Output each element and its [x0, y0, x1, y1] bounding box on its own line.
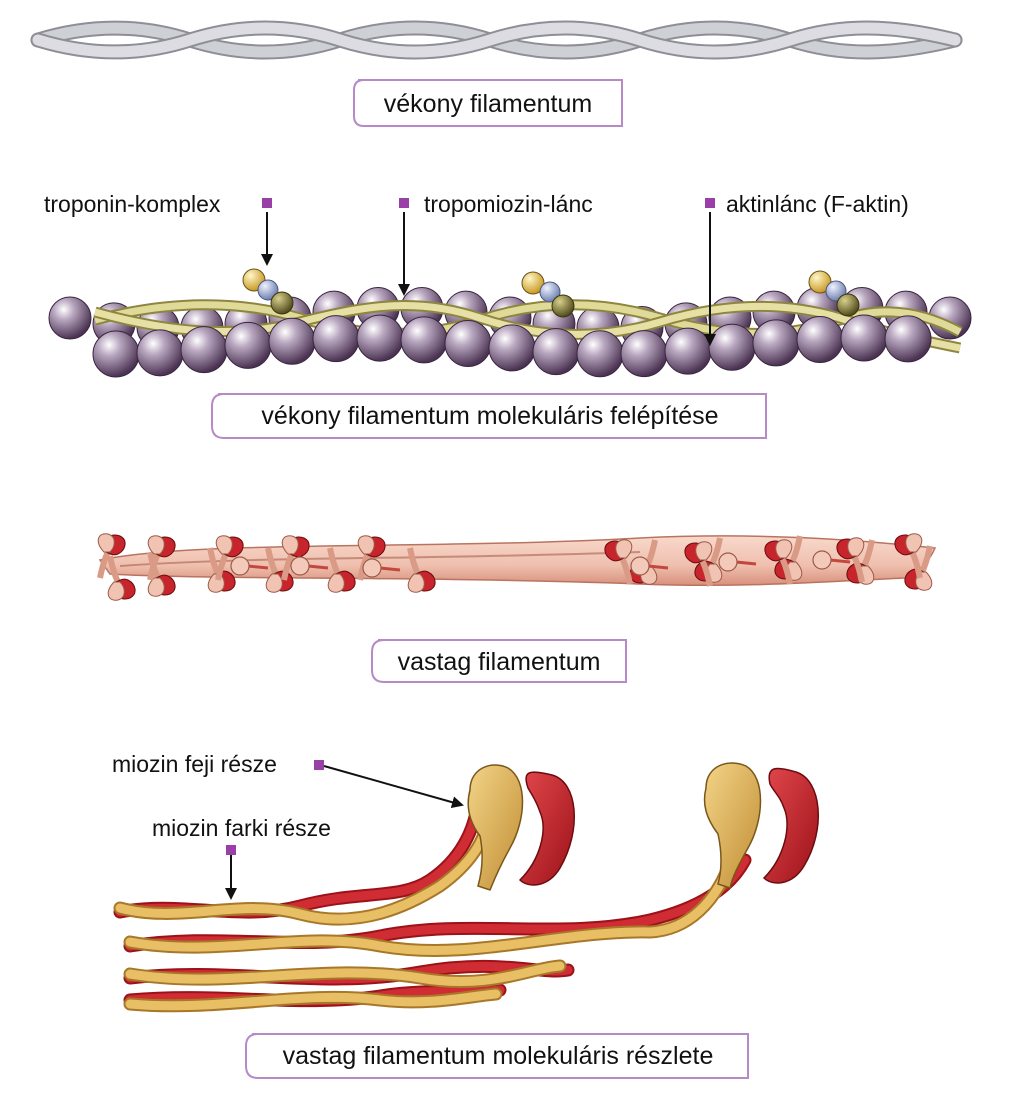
- label-myosin-tail: miozin farki része: [152, 815, 331, 855]
- troponin-marker: [262, 198, 272, 208]
- actin-bead: [576, 330, 624, 378]
- caption-thick-filament-molecular: vastag filamentum molekuláris részlete: [245, 1033, 749, 1079]
- myosin-head-pair: [107, 555, 136, 601]
- troponin-complex-2: [521, 271, 575, 318]
- caption-thick-text: vastag filamentum: [398, 648, 601, 676]
- myosin-head-embedded: [362, 558, 401, 578]
- label-myosin-head: miozin feji része: [112, 751, 324, 777]
- myosin-head-pair: [764, 539, 793, 585]
- actin-bead: [356, 314, 404, 362]
- actin-bead: [400, 316, 448, 364]
- caption-thin-filament: vékony filamentum: [353, 79, 623, 127]
- actin-bead: [752, 319, 800, 367]
- troponin-complex-1: [242, 268, 294, 315]
- label-actin-text: aktinlánc (F-aktin): [726, 191, 909, 217]
- actin-bead: [136, 329, 184, 377]
- myosin-head-red-1: [518, 771, 576, 886]
- myosin-head-embedded: [718, 552, 757, 572]
- caption-thin-filament-molecular: vékony filamentum molekuláris felépítése: [211, 393, 767, 439]
- actin-bead: [620, 330, 668, 378]
- actin-bead: [268, 317, 316, 365]
- actin-bead: [708, 323, 756, 371]
- actin-bead: [796, 316, 844, 364]
- caption-thick-filament: vastag filamentum: [371, 639, 627, 683]
- myosin-head-pair: [604, 539, 633, 585]
- actin-bead: [92, 330, 140, 378]
- label-actin-chain: aktinlánc (F-aktin): [705, 191, 909, 217]
- myosin-head-pair: [894, 533, 923, 579]
- myosin-head-gold-2: [703, 762, 762, 889]
- myosin-head-pair: [684, 541, 713, 587]
- label-myosin-head-text: miozin feji része: [112, 751, 277, 777]
- myosin-head-embedded: [812, 550, 851, 570]
- thin-filament-strand: [30, 20, 963, 60]
- actin-bead: [312, 315, 360, 363]
- myosin-head-embedded: [290, 556, 329, 576]
- tropomyosin-marker: [399, 198, 409, 208]
- caption-thin-filament-text: vékony filamentum: [384, 90, 592, 118]
- actin-bead: [180, 326, 228, 374]
- actin-bead: [224, 321, 272, 369]
- myosin-head-pair: [327, 547, 356, 593]
- actin-bead: [664, 327, 712, 375]
- caption-thin-molecular-text: vékony filamentum molekuláris felépítése: [261, 402, 718, 430]
- myosin-head-gold-1: [467, 764, 524, 891]
- myosin-head-pair: [407, 547, 436, 593]
- myosin-tail-marker: [226, 845, 236, 855]
- actin-marker: [705, 198, 715, 208]
- myosin-head-embedded: [630, 556, 669, 576]
- myosin-molecules: [113, 762, 820, 1013]
- arrow-myosin-head: [323, 765, 464, 809]
- actin-bead: [48, 296, 92, 340]
- label-troponin-complex: troponin-komplex: [44, 191, 272, 217]
- myosin-head-marker: [314, 760, 324, 770]
- label-myosin-tail-text: miozin farki része: [152, 815, 331, 841]
- thick-filament: [97, 533, 937, 601]
- actin-bead: [840, 314, 888, 362]
- actin-bead: [488, 324, 536, 372]
- myosin-head-embedded: [230, 556, 269, 576]
- myosin-head-pair: [836, 537, 865, 583]
- myosin-head-pair: [215, 535, 244, 581]
- myosin-head-pair: [147, 535, 176, 581]
- actin-bead: [444, 320, 492, 368]
- actin-bead: [884, 315, 932, 363]
- myosin-head-pair: [147, 551, 176, 597]
- troponin-complex-3: [808, 270, 860, 317]
- myosin-head-pair: [97, 533, 126, 579]
- myosin-heads: [97, 533, 933, 601]
- myosin-head-pair: [265, 547, 294, 593]
- actin-beads-front-row: [92, 314, 932, 378]
- myosin-head-red-2: [762, 767, 820, 884]
- myosin-head-pair: [281, 535, 310, 581]
- actin-bead: [532, 328, 580, 376]
- label-troponin-text: troponin-komplex: [44, 191, 221, 217]
- caption-thick-molecular-text: vastag filamentum molekuláris részlete: [283, 1042, 714, 1070]
- label-tropomyosin-text: tropomiozin-lánc: [424, 191, 593, 217]
- label-tropomyosin-chain: tropomiozin-lánc: [399, 191, 593, 217]
